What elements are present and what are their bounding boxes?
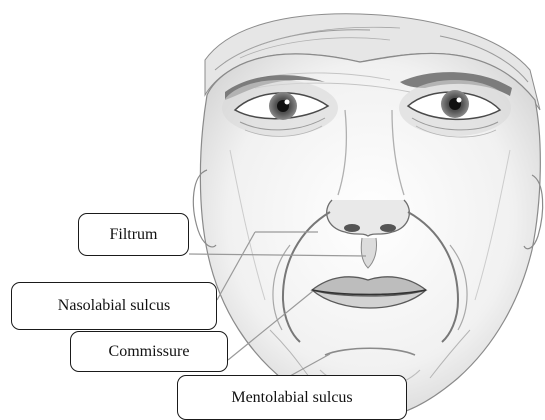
filtrum-label: Filtrum <box>78 213 189 256</box>
mentolabial-sulcus-label: Mentolabial sulcus <box>177 375 407 420</box>
commissure-label: Commissure <box>70 331 228 372</box>
nasolabial-sulcus-label: Nasolabial sulcus <box>11 282 217 330</box>
